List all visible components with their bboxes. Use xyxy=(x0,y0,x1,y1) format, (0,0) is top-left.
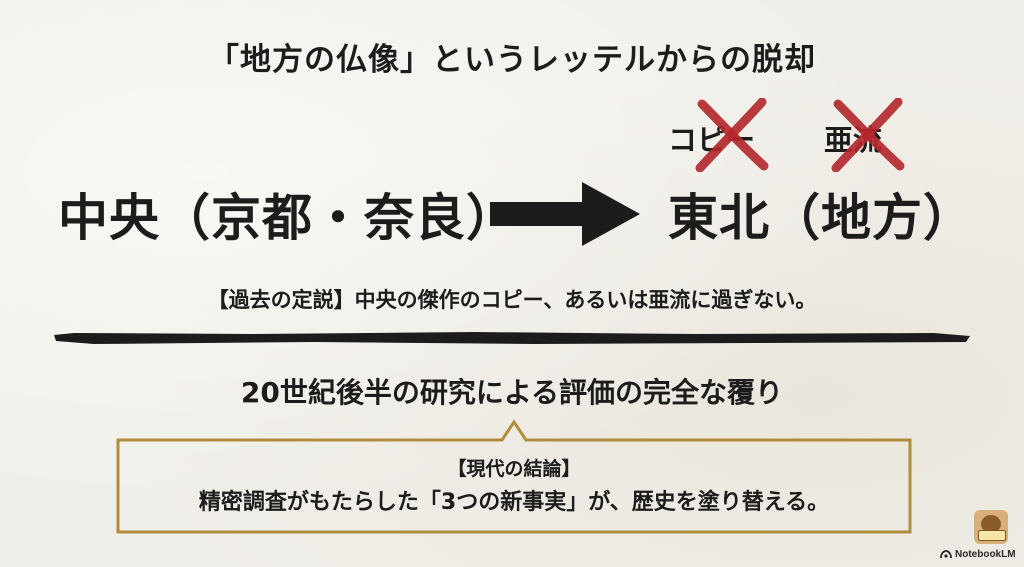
brush-divider xyxy=(54,332,970,344)
mascot-badge-icon xyxy=(974,510,1008,544)
callout-heading: 【現代の結論】 xyxy=(447,458,581,480)
old-theory-text: 【過去の定説】中央の傑作のコピー、あるいは亜流に過ぎない。 xyxy=(207,288,817,312)
notebooklm-logo-icon xyxy=(940,549,952,558)
tohoku-region-label: 東北（地方） xyxy=(668,188,974,247)
central-region-label: 中央（京都・奈良） xyxy=(58,188,517,247)
callout-box xyxy=(116,419,912,534)
watermark-label: NotebookLM xyxy=(955,548,1016,560)
red-x-mark-icon xyxy=(695,98,769,172)
slide-title: 「地方の仏像」というレッテルからの脱却 xyxy=(208,42,816,78)
notebooklm-watermark: NotebookLM xyxy=(940,547,1016,561)
section-subtitle: 20世紀後半の研究による評価の完全な覆り xyxy=(240,376,784,409)
callout-body: 精密調査がもたらした「3つの新事実」が、歴史を塗り替える。 xyxy=(198,490,830,515)
red-x-mark-icon xyxy=(831,98,905,172)
right-arrow-icon xyxy=(490,182,640,246)
